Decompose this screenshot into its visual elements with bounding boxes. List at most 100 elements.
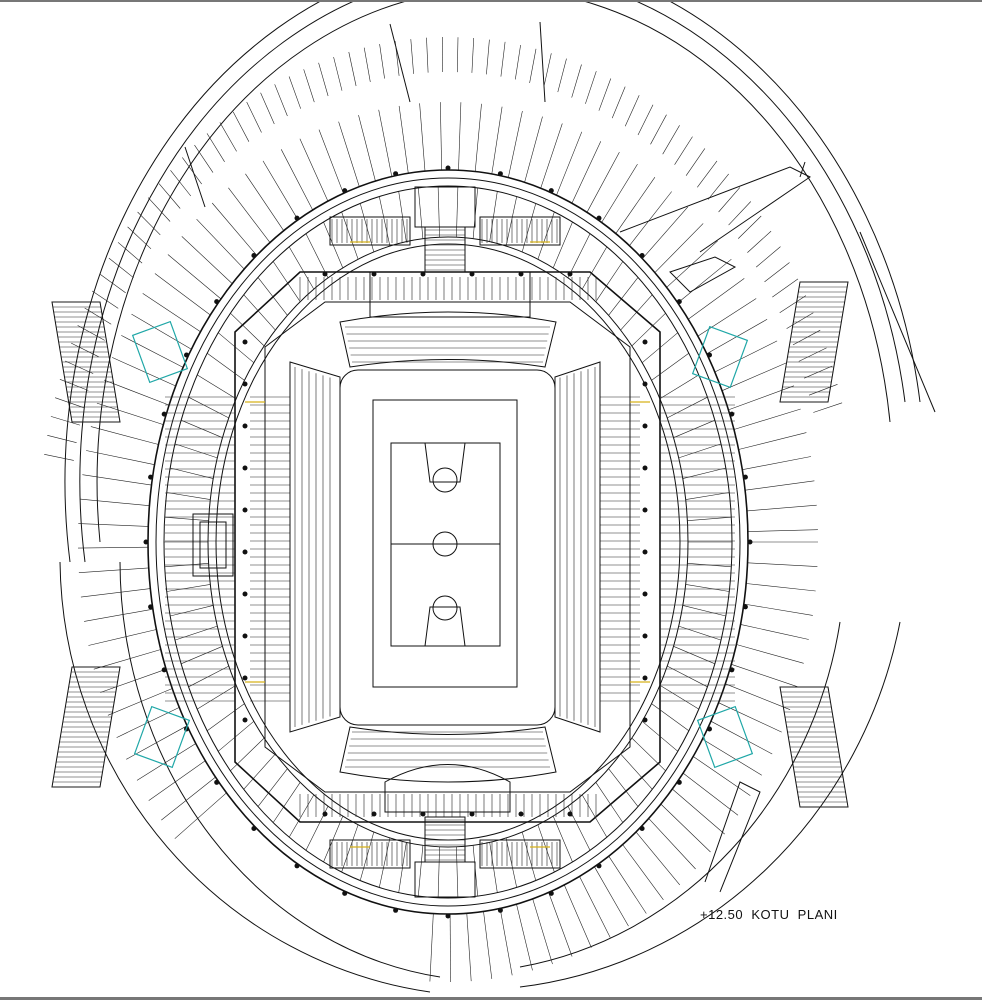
plan-line bbox=[398, 105, 409, 174]
plan-line bbox=[323, 815, 344, 863]
column-marker bbox=[642, 717, 648, 723]
column-marker bbox=[548, 188, 554, 194]
plan-line bbox=[207, 703, 245, 731]
plan-line bbox=[429, 913, 434, 982]
plan-line bbox=[84, 307, 112, 325]
plan-line bbox=[677, 258, 732, 304]
plan-line bbox=[166, 492, 211, 500]
plan-line bbox=[707, 173, 729, 200]
plan-line bbox=[378, 109, 393, 177]
plan-line bbox=[571, 64, 582, 98]
plan-line bbox=[779, 295, 807, 313]
plan-line bbox=[230, 312, 265, 347]
plan-line bbox=[379, 44, 385, 79]
column-marker bbox=[242, 675, 248, 681]
plan-line bbox=[543, 53, 552, 88]
plan-line bbox=[678, 443, 722, 459]
plan-line bbox=[197, 684, 237, 710]
plan-line bbox=[737, 215, 762, 239]
plan-line bbox=[437, 846, 440, 898]
lower-tier bbox=[289, 311, 601, 783]
plan-line bbox=[456, 186, 459, 238]
plan-line bbox=[288, 246, 315, 290]
plan-line bbox=[682, 772, 739, 816]
plan-line bbox=[718, 702, 782, 733]
plan-line bbox=[483, 911, 493, 979]
plan-line bbox=[548, 892, 573, 957]
plan-line bbox=[786, 312, 814, 329]
plan-line bbox=[136, 743, 196, 781]
plan-line bbox=[505, 196, 517, 247]
plan-line bbox=[82, 474, 152, 486]
column-marker bbox=[393, 907, 399, 913]
column-marker bbox=[242, 549, 248, 555]
column-marker bbox=[342, 188, 348, 194]
plan-line bbox=[659, 374, 699, 400]
plan-line bbox=[303, 69, 315, 103]
plan-line bbox=[540, 123, 563, 189]
column-marker bbox=[294, 863, 300, 869]
plan-line bbox=[629, 191, 672, 246]
plan-line bbox=[813, 402, 843, 413]
plan-line bbox=[532, 898, 553, 965]
plan-line bbox=[182, 157, 202, 185]
column-marker bbox=[729, 667, 735, 673]
plan-line bbox=[100, 668, 167, 693]
column-marker bbox=[242, 423, 248, 429]
plan-line bbox=[500, 41, 506, 77]
plan-line bbox=[154, 273, 211, 316]
plan-line bbox=[499, 908, 513, 976]
plan-line bbox=[188, 396, 229, 419]
column-marker bbox=[642, 381, 648, 387]
plan-line bbox=[232, 111, 250, 142]
plan-line bbox=[651, 703, 689, 731]
column-marker bbox=[707, 352, 712, 358]
plan-line bbox=[521, 832, 537, 881]
plan-line bbox=[77, 546, 149, 549]
plan-line bbox=[103, 379, 170, 406]
plan-line bbox=[456, 846, 459, 898]
column-marker bbox=[242, 507, 248, 513]
column-marker bbox=[642, 423, 648, 429]
plan-line bbox=[721, 362, 787, 391]
plan-line bbox=[710, 720, 773, 755]
plan-line bbox=[100, 274, 126, 294]
plan-line bbox=[147, 197, 171, 222]
column-marker bbox=[469, 811, 475, 817]
plan-line bbox=[410, 39, 414, 74]
plan-line bbox=[80, 588, 151, 598]
plan-line bbox=[299, 138, 329, 202]
column-marker bbox=[639, 253, 645, 258]
plan-line bbox=[164, 516, 209, 521]
column-marker bbox=[642, 507, 648, 513]
column-marker bbox=[707, 726, 712, 732]
plan-line bbox=[218, 721, 254, 752]
plan-line bbox=[318, 129, 344, 194]
column-marker bbox=[639, 826, 645, 831]
column-marker bbox=[747, 539, 753, 545]
plan-line bbox=[257, 277, 288, 316]
plan-line bbox=[742, 456, 812, 470]
plan-line bbox=[746, 583, 816, 592]
column-marker bbox=[184, 352, 189, 358]
plan-line bbox=[86, 450, 155, 465]
plan-line bbox=[116, 707, 180, 738]
plan-line bbox=[121, 335, 184, 368]
plan-line bbox=[738, 432, 807, 450]
plan-line bbox=[44, 454, 74, 461]
plan-line bbox=[622, 844, 664, 900]
column-marker bbox=[497, 171, 503, 177]
plan-line bbox=[93, 649, 161, 670]
plan-line bbox=[608, 768, 639, 807]
plan-line bbox=[685, 584, 730, 592]
plan-line bbox=[167, 254, 222, 300]
seating-rows bbox=[165, 277, 735, 817]
plan-line bbox=[348, 51, 357, 87]
plan-line bbox=[206, 133, 225, 162]
plan-line bbox=[161, 776, 216, 821]
plan-line bbox=[571, 141, 602, 204]
plan-line bbox=[272, 782, 301, 823]
column-marker bbox=[518, 811, 524, 817]
